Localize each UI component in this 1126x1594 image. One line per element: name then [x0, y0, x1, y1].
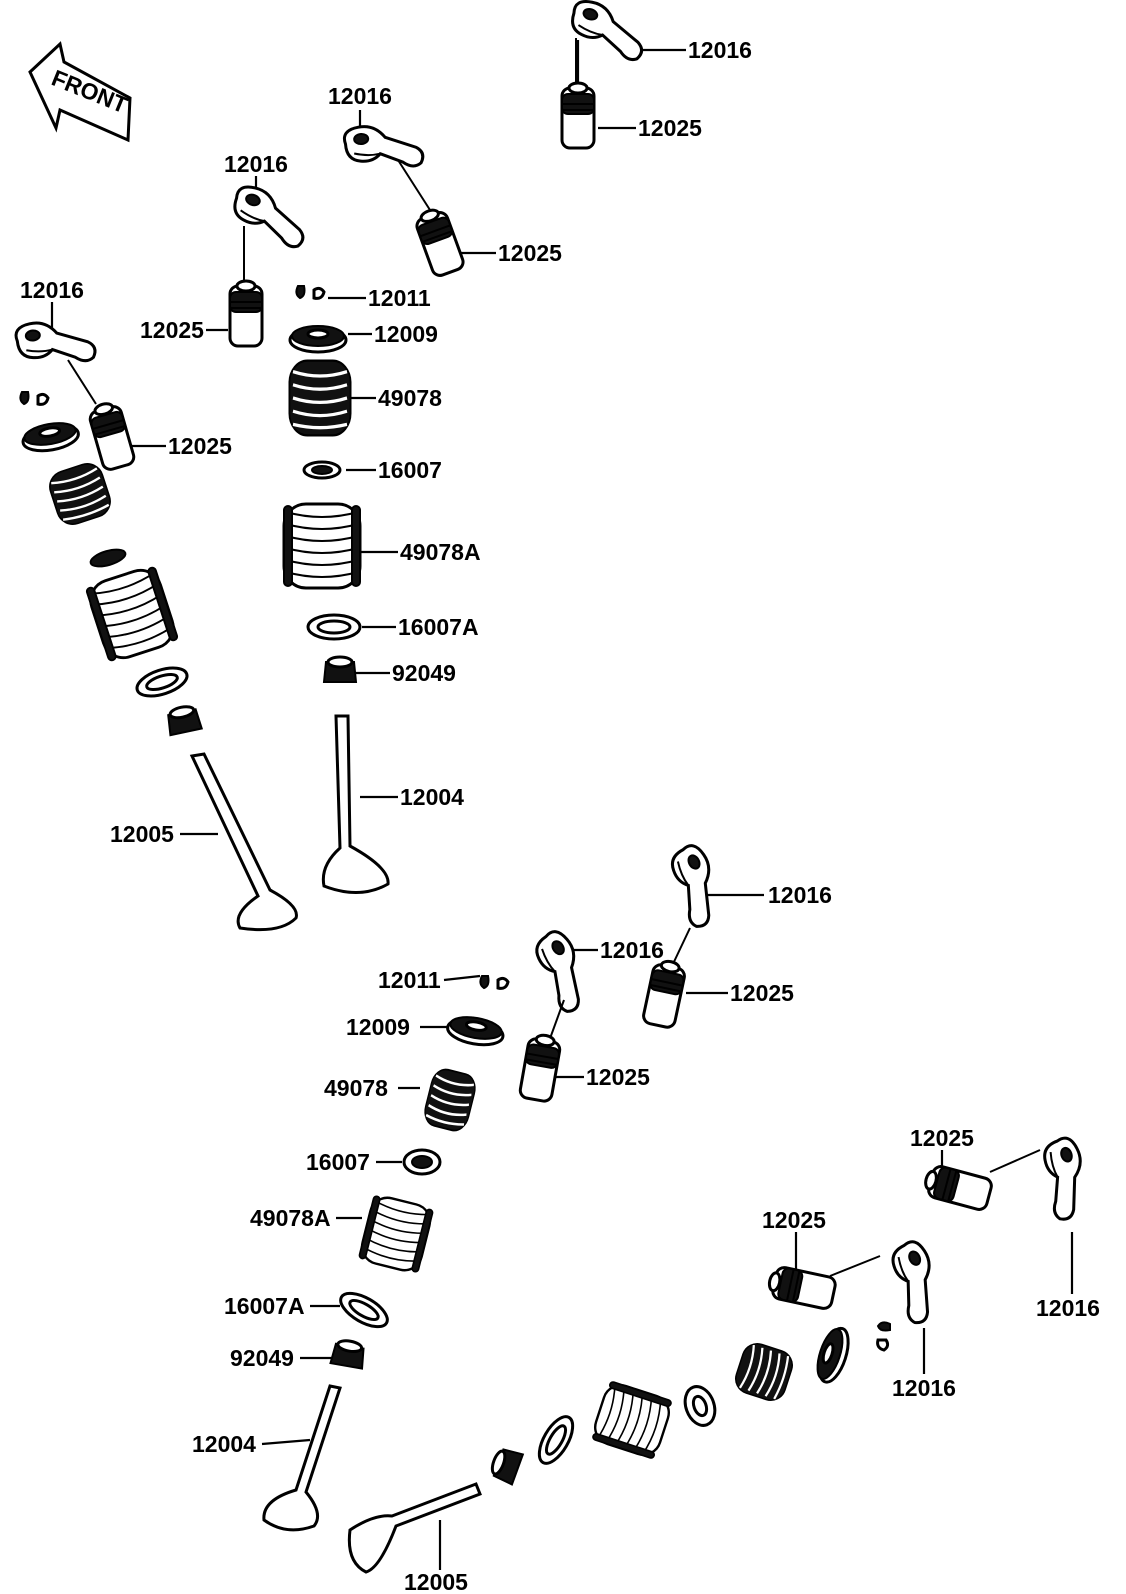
- label-49078A-upper: 49078A: [400, 539, 481, 565]
- label-12025-middle-right: 12025: [730, 980, 794, 1006]
- label-49078A-middle: 49078A: [250, 1205, 331, 1231]
- leader-lines: [50, 40, 1074, 1570]
- label-12016-middle-right: 12016: [768, 882, 832, 908]
- lifter-upper-4: [85, 398, 138, 473]
- part-number-labels: 12016 12025 12016 12025 12016 12025 1201…: [20, 37, 1100, 1594]
- lifter-middle-right: [640, 956, 689, 1031]
- rocker-arm-middle-right: [657, 839, 735, 932]
- label-12025-upper-4: 12025: [168, 433, 232, 459]
- label-12025-upper-3: 12025: [140, 317, 204, 343]
- label-12005-upper: 12005: [110, 821, 174, 847]
- rocker-arm-upper-3: [225, 181, 316, 251]
- label-92049-middle: 92049: [230, 1345, 294, 1371]
- label-12004-upper: 12004: [400, 784, 464, 810]
- label-12016-upper-3: 12016: [224, 151, 288, 177]
- label-12025-top-right: 12025: [638, 115, 702, 141]
- label-12011-upper: 12011: [368, 285, 431, 311]
- lifter-middle-left: [517, 1031, 564, 1104]
- label-12025-lower-right: 12025: [910, 1125, 974, 1151]
- rocker-arm-upper-2: [342, 121, 425, 173]
- label-49078-middle: 49078: [324, 1075, 388, 1101]
- valve-keeper-center: [294, 284, 326, 300]
- parts-artwork: [13, 0, 1101, 1574]
- label-12016-lower-left: 12016: [892, 1375, 956, 1401]
- label-12025-upper-2: 12025: [498, 240, 562, 266]
- label-12004-lower: 12004: [192, 1431, 256, 1457]
- front-arrow-sign: FRONT: [28, 41, 132, 143]
- label-16007A-upper: 16007A: [398, 614, 479, 640]
- rocker-arm-upper-4: [13, 315, 98, 370]
- lifter-upper-3: [228, 279, 264, 348]
- label-12016-lower-right: 12016: [1036, 1295, 1100, 1321]
- label-49078-upper: 49078: [378, 385, 442, 411]
- label-12011-middle: 12011: [378, 967, 441, 993]
- label-16007A-middle: 16007A: [224, 1293, 305, 1319]
- label-12016-middle-left: 12016: [600, 937, 664, 963]
- rocker-arm-lower-left: [878, 1236, 954, 1328]
- label-12016-upper-2: 12016: [328, 83, 392, 109]
- lifter-lower-right: [920, 1161, 995, 1213]
- label-12005-lower: 12005: [404, 1569, 468, 1594]
- lifter-upper-2: [411, 204, 467, 280]
- label-16007-upper: 16007: [378, 457, 442, 483]
- label-12025-lower-left: 12025: [762, 1207, 826, 1233]
- lifter-top-right: [560, 81, 596, 150]
- label-12009-middle: 12009: [346, 1014, 410, 1040]
- lifter-lower-left: [764, 1263, 839, 1312]
- label-12016-upper-4: 12016: [20, 277, 84, 303]
- label-16007-middle: 16007: [306, 1149, 370, 1175]
- label-12009-upper: 12009: [374, 321, 438, 347]
- label-12025-middle-left: 12025: [586, 1064, 650, 1090]
- rocker-arm-lower-right: [1030, 1133, 1101, 1224]
- label-12016-top-right: 12016: [688, 37, 752, 63]
- label-92049-upper: 92049: [392, 660, 456, 686]
